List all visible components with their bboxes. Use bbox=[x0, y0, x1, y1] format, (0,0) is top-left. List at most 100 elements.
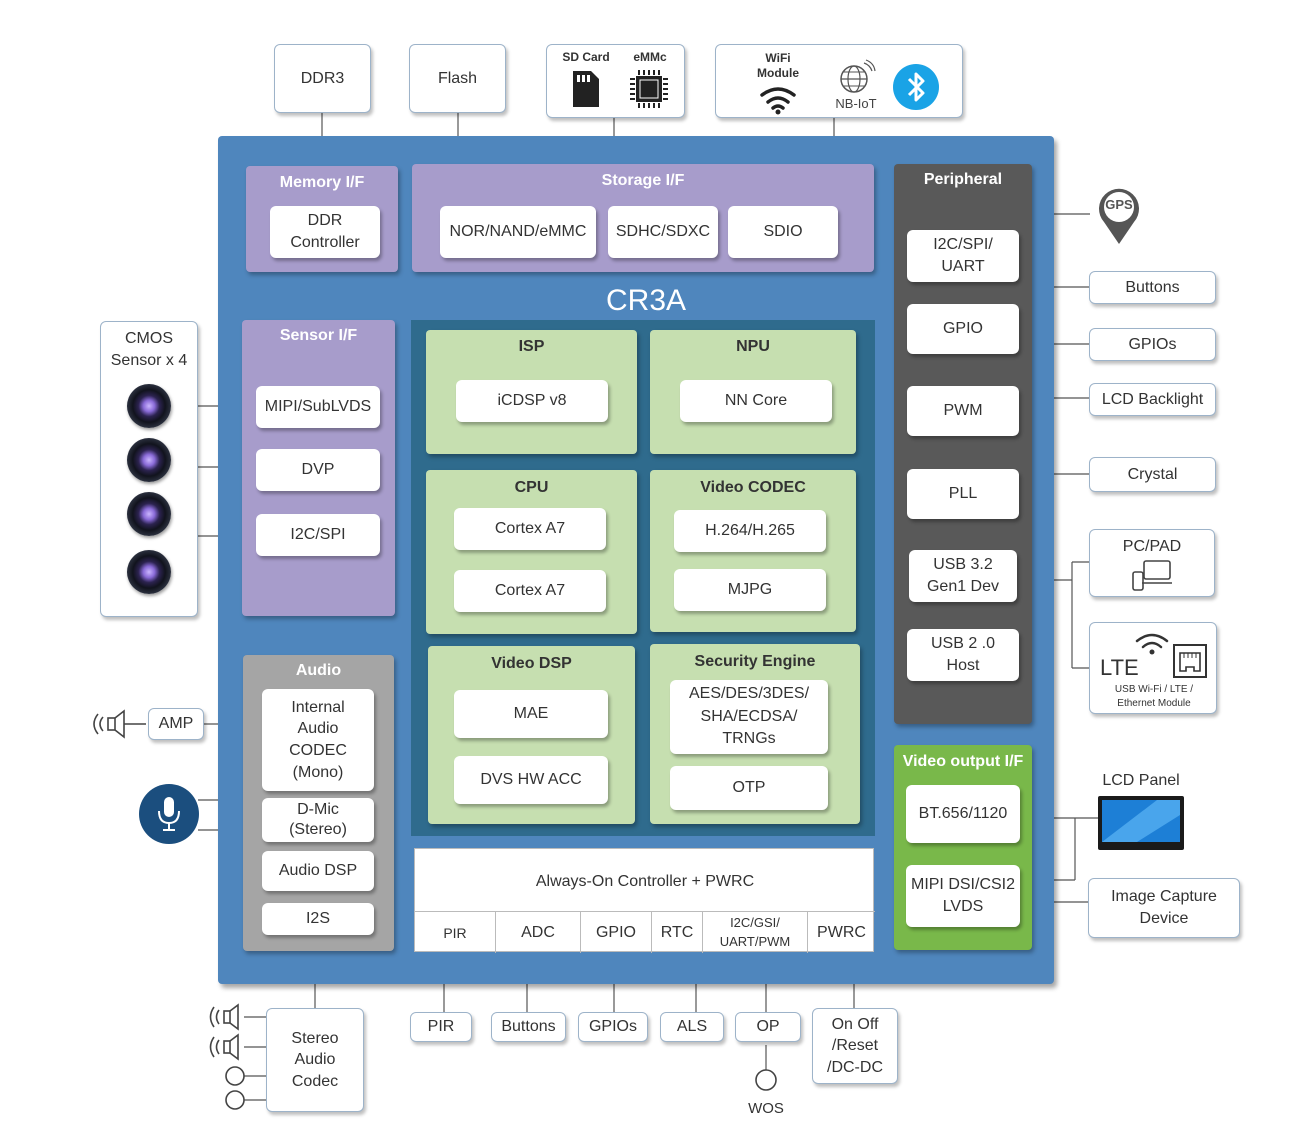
pir-cell: PIR bbox=[415, 912, 496, 953]
sdio-block: SDIO bbox=[728, 206, 838, 258]
usb-module-label: USB Wi-Fi / LTE / Ethernet Module bbox=[1114, 684, 1194, 709]
lcd-backlight-box: LCD Backlight bbox=[1089, 383, 1216, 416]
op-box: OP bbox=[735, 1012, 801, 1042]
i2c-gsi-uart-pwm-cell: I2C/GSI/ UART/PWM bbox=[703, 912, 808, 953]
buttons-label: Buttons bbox=[1125, 278, 1180, 296]
speaker-icon bbox=[209, 1033, 239, 1061]
gps-pin-icon bbox=[1099, 188, 1139, 244]
camera-lens-icon bbox=[127, 438, 171, 482]
gpios-bottom-label: GPIOs bbox=[588, 1018, 637, 1036]
chip-title: CR3A bbox=[605, 284, 687, 317]
usb20-host-block: USB 2 .0 Host bbox=[907, 629, 1019, 681]
gpio-block: GPIO bbox=[907, 304, 1019, 354]
mjpg-block: MJPG bbox=[674, 569, 826, 611]
als-box: ALS bbox=[660, 1012, 724, 1042]
always-on-controller: Always-On Controller + PWRC PIR ADC GPIO… bbox=[414, 848, 875, 953]
cpu-title: CPU bbox=[514, 479, 549, 496]
h264-h265-block: H.264/H.265 bbox=[674, 510, 826, 552]
camera-lens-icon bbox=[127, 384, 171, 428]
npu-group: NPU NN Core bbox=[650, 330, 856, 454]
video-dsp-group: Video DSP MAE DVS HW ACC bbox=[428, 646, 635, 824]
nbiot-globe-icon bbox=[840, 59, 876, 93]
pll-block: PLL bbox=[907, 469, 1019, 519]
gps-label: GPS bbox=[1105, 197, 1133, 212]
cmos-sensor-box: CMOS Sensor x 4 bbox=[100, 321, 198, 617]
video-output-group: Video output I/F BT.656/1120 MIPI DSI/CS… bbox=[894, 745, 1032, 950]
ddr3-label: DDR3 bbox=[300, 69, 345, 87]
video-output-title: Video output I/F bbox=[902, 753, 1024, 770]
cpu-group: CPU Cortex A7 Cortex A7 bbox=[426, 470, 637, 634]
als-label: ALS bbox=[676, 1018, 708, 1036]
memory-if-title: Memory I/F bbox=[279, 174, 365, 191]
audio-title: Audio bbox=[295, 662, 342, 679]
security-engine-group: Security Engine AES/DES/3DES/ SHA/ECDSA/… bbox=[650, 644, 860, 824]
rtc-cell: RTC bbox=[652, 912, 703, 953]
cortex-a7-block: Cortex A7 bbox=[454, 508, 606, 550]
buttons-bottom-label: Buttons bbox=[501, 1018, 556, 1036]
wifi-icon bbox=[1135, 633, 1169, 655]
amp-label: AMP bbox=[158, 715, 194, 733]
ddr3-box: DDR3 bbox=[274, 44, 371, 113]
flash-box: Flash bbox=[409, 44, 506, 113]
lcd-backlight-label: LCD Backlight bbox=[1101, 390, 1204, 408]
camera-lens-icon bbox=[127, 492, 171, 536]
pir-label: PIR bbox=[427, 1018, 455, 1036]
pir-box: PIR bbox=[410, 1012, 472, 1042]
flash-label: Flash bbox=[437, 69, 478, 87]
onoff-reset-label: On Off /Reset /DC-DC bbox=[827, 1015, 883, 1076]
image-capture-box: Image Capture Device bbox=[1088, 878, 1240, 938]
buttons-bottom-box: Buttons bbox=[491, 1012, 566, 1042]
pwrc-cell: PWRC bbox=[817, 923, 866, 941]
mae-block: MAE bbox=[454, 690, 608, 738]
audio-jack-icon bbox=[225, 1066, 245, 1110]
i2c-spi-uart-block: I2C/SPI/ UART bbox=[907, 230, 1019, 282]
adc-cell: ADC bbox=[496, 912, 581, 953]
video-codec-group: Video CODEC H.264/H.265 MJPG bbox=[650, 470, 856, 632]
camera-lens-icon bbox=[127, 550, 171, 594]
always-on-cells: PIR ADC GPIO RTC I2C/GSI/ UART/PWM PWRC bbox=[415, 911, 875, 953]
pc-pad-box: PC/PAD bbox=[1089, 529, 1215, 597]
sd-card-label: SD Card bbox=[562, 50, 610, 64]
gpios-box: GPIOs bbox=[1089, 328, 1216, 361]
security-engine-title: Security Engine bbox=[694, 653, 816, 670]
microphone-icon bbox=[139, 784, 199, 844]
internal-audio-codec-block: Internal Audio CODEC (Mono) bbox=[262, 689, 374, 791]
i2s-block: I2S bbox=[262, 903, 374, 935]
gpio-cell: GPIO bbox=[581, 912, 652, 953]
sensor-if-title: Sensor I/F bbox=[279, 327, 358, 344]
i2c-spi-block: I2C/SPI bbox=[256, 514, 380, 556]
audio-dsp-block: Audio DSP bbox=[262, 851, 374, 891]
lcd-panel-label: LCD Panel bbox=[1102, 772, 1180, 789]
stereo-audio-codec-label: Stereo Audio Codec bbox=[291, 1029, 339, 1090]
video-codec-title: Video CODEC bbox=[700, 479, 806, 496]
dvp-block: DVP bbox=[256, 449, 380, 491]
gpios-bottom-box: GPIOs bbox=[578, 1012, 648, 1042]
isp-group: ISP iCDSP v8 bbox=[426, 330, 637, 454]
crypto-block: AES/DES/3DES/ SHA/ECDSA/ TRNGs bbox=[670, 680, 828, 754]
emmc-label: eMMc bbox=[633, 50, 667, 64]
mipi-dsi-lvds-block: MIPI DSI/CSI2 LVDS bbox=[906, 865, 1020, 927]
storage-if-title: Storage I/F bbox=[601, 172, 685, 189]
cortex-a7-block: Cortex A7 bbox=[454, 570, 606, 612]
crystal-box: Crystal bbox=[1089, 457, 1216, 492]
npu-title: NPU bbox=[736, 338, 770, 355]
storage-media-box: SD Card eMMc bbox=[546, 44, 685, 118]
nbiot-label: NB-IoT bbox=[835, 96, 877, 111]
sd-card-icon bbox=[573, 71, 599, 107]
usb-module-box: LTE USB Wi-Fi / LTE / Ethernet Module bbox=[1089, 622, 1217, 714]
onoff-reset-box: On Off /Reset /DC-DC bbox=[812, 1008, 898, 1084]
crystal-label: Crystal bbox=[1127, 465, 1178, 483]
ddr-controller-block: DDR Controller bbox=[270, 206, 380, 258]
image-capture-label: Image Capture Device bbox=[1111, 888, 1217, 927]
ethernet-icon bbox=[1173, 644, 1207, 678]
usb32-dev-block: USB 3.2 Gen1 Dev bbox=[909, 550, 1017, 602]
icdsp-block: iCDSP v8 bbox=[456, 380, 608, 422]
peripheral-group: Peripheral I2C/SPI/ UART GPIO PWM PLL US… bbox=[894, 164, 1032, 724]
speaker-icon bbox=[93, 709, 146, 739]
op-label: OP bbox=[756, 1018, 780, 1036]
wos-sensor-icon bbox=[755, 1069, 777, 1091]
stereo-audio-codec-box: Stereo Audio Codec bbox=[266, 1008, 364, 1112]
memory-if-group: Memory I/F DDR Controller bbox=[246, 166, 398, 272]
nn-core-block: NN Core bbox=[680, 380, 832, 422]
peripheral-title: Peripheral bbox=[923, 171, 1003, 188]
